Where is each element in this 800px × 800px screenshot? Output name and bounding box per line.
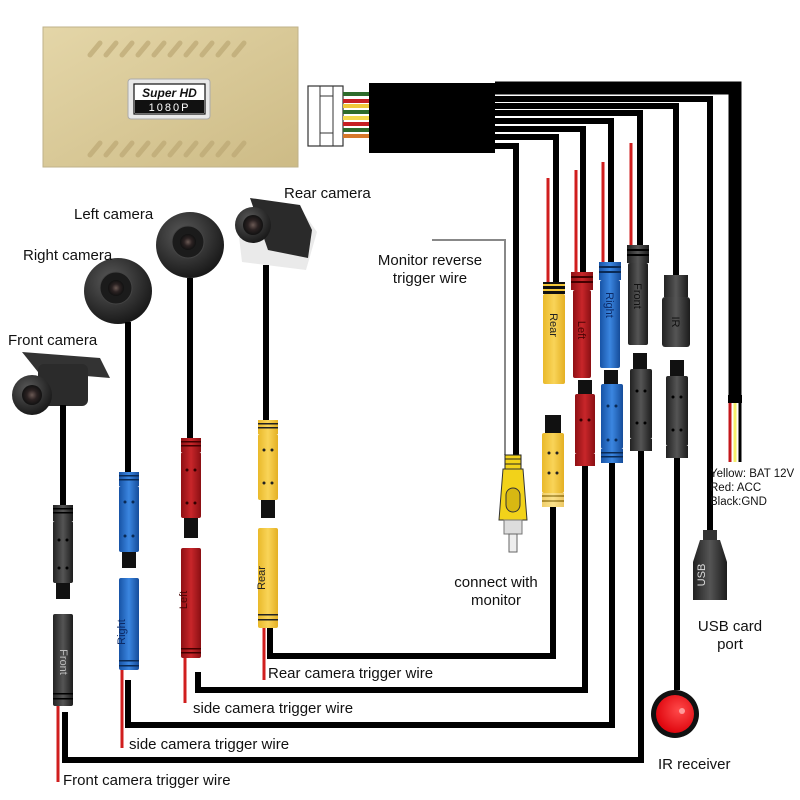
connect-monitor-line1: connect with (454, 574, 538, 591)
harness-connector-ir[interactable]: IR (662, 275, 690, 347)
rear-camera-connector[interactable]: Rear (256, 420, 278, 628)
power-wire-legend: Yellow: BAT 12V Red: ACC Black:GND (710, 467, 794, 509)
monitor-reverse-line1: Monitor reverse (377, 252, 483, 269)
monitor-reverse-line2: trigger wire (392, 270, 468, 287)
left-connector-label: Left (178, 591, 190, 609)
monitor-reverse-leader (432, 239, 506, 455)
front-camera-connector[interactable]: Front (53, 505, 73, 706)
front-camera-label: Front camera (8, 332, 98, 349)
harness-connector-left-label: Left (575, 321, 587, 339)
rear-connector-label: Rear (256, 566, 268, 590)
connect-monitor-line2: monitor (470, 592, 522, 609)
usb-port-line1: USB card (697, 618, 763, 635)
left-camera (156, 212, 224, 438)
front-camera (12, 352, 110, 505)
harness-block (369, 83, 495, 153)
usb-card-port-label: USB card port (680, 618, 780, 654)
vent-slots-bottom (87, 140, 247, 158)
harness-connector-front-label: Front (631, 283, 643, 309)
harness-wires (495, 81, 742, 530)
right-connector-label: Right (116, 619, 128, 645)
harness-plug (307, 85, 344, 147)
right-camera (84, 258, 152, 472)
ir-receiver[interactable] (651, 458, 699, 738)
badge-1080p-text: 1080P (149, 102, 191, 114)
rear-camera (235, 198, 317, 420)
harness-connector-rear-label: Rear (547, 313, 559, 337)
harness-connector-right[interactable]: Right (599, 262, 621, 368)
power-red-label: Red: ACC (710, 482, 762, 494)
usb-port-line2: port (717, 636, 743, 653)
harness-ribbon (343, 92, 369, 138)
monitor-reverse-trigger-label: Monitor reverse trigger wire (362, 252, 498, 288)
harness-connector-front[interactable]: Front (627, 245, 649, 345)
side-trigger-label-2: side camera trigger wire (129, 736, 290, 753)
harness-connector-right-label: Right (603, 292, 615, 318)
ir-receiver-label: IR receiver (658, 756, 731, 773)
usb-connector[interactable]: USB (693, 530, 727, 600)
harness-trigger-leads (546, 143, 633, 282)
control-box: Super HD 1080P (42, 26, 299, 168)
super-hd-badge: Super HD 1080P (127, 78, 211, 120)
right-camera-label: Right camera (23, 247, 113, 264)
badge-super-hd-text: Super HD (142, 86, 197, 100)
power-yellow-label: Yellow: BAT 12V (710, 468, 795, 480)
rca-connector[interactable] (498, 454, 528, 553)
vent-slots-top (87, 40, 247, 58)
front-connector-label: Front (57, 649, 69, 675)
camera-trigger-leads (56, 628, 266, 782)
rear-trigger-label: Rear camera trigger wire (268, 665, 434, 682)
return-wires (62, 451, 644, 763)
power-black-label: Black:GND (710, 496, 767, 508)
side-trigger-label-1: side camera trigger wire (193, 700, 354, 717)
mating-connectors (542, 353, 688, 507)
right-camera-connector[interactable]: Right (116, 472, 139, 670)
rear-camera-label: Rear camera (284, 185, 371, 202)
harness-connector-left[interactable]: Left (571, 272, 593, 378)
left-camera-connector[interactable]: Left (178, 438, 201, 658)
harness-connector-ir-label: IR (669, 317, 681, 328)
front-trigger-label: Front camera trigger wire (63, 772, 231, 789)
power-wires (728, 395, 742, 462)
usb-connector-label: USB (696, 564, 708, 587)
harness-connector-rear[interactable]: Rear (543, 282, 565, 384)
left-camera-label: Left camera (74, 206, 154, 223)
connect-monitor-label: connect with monitor (440, 574, 552, 610)
